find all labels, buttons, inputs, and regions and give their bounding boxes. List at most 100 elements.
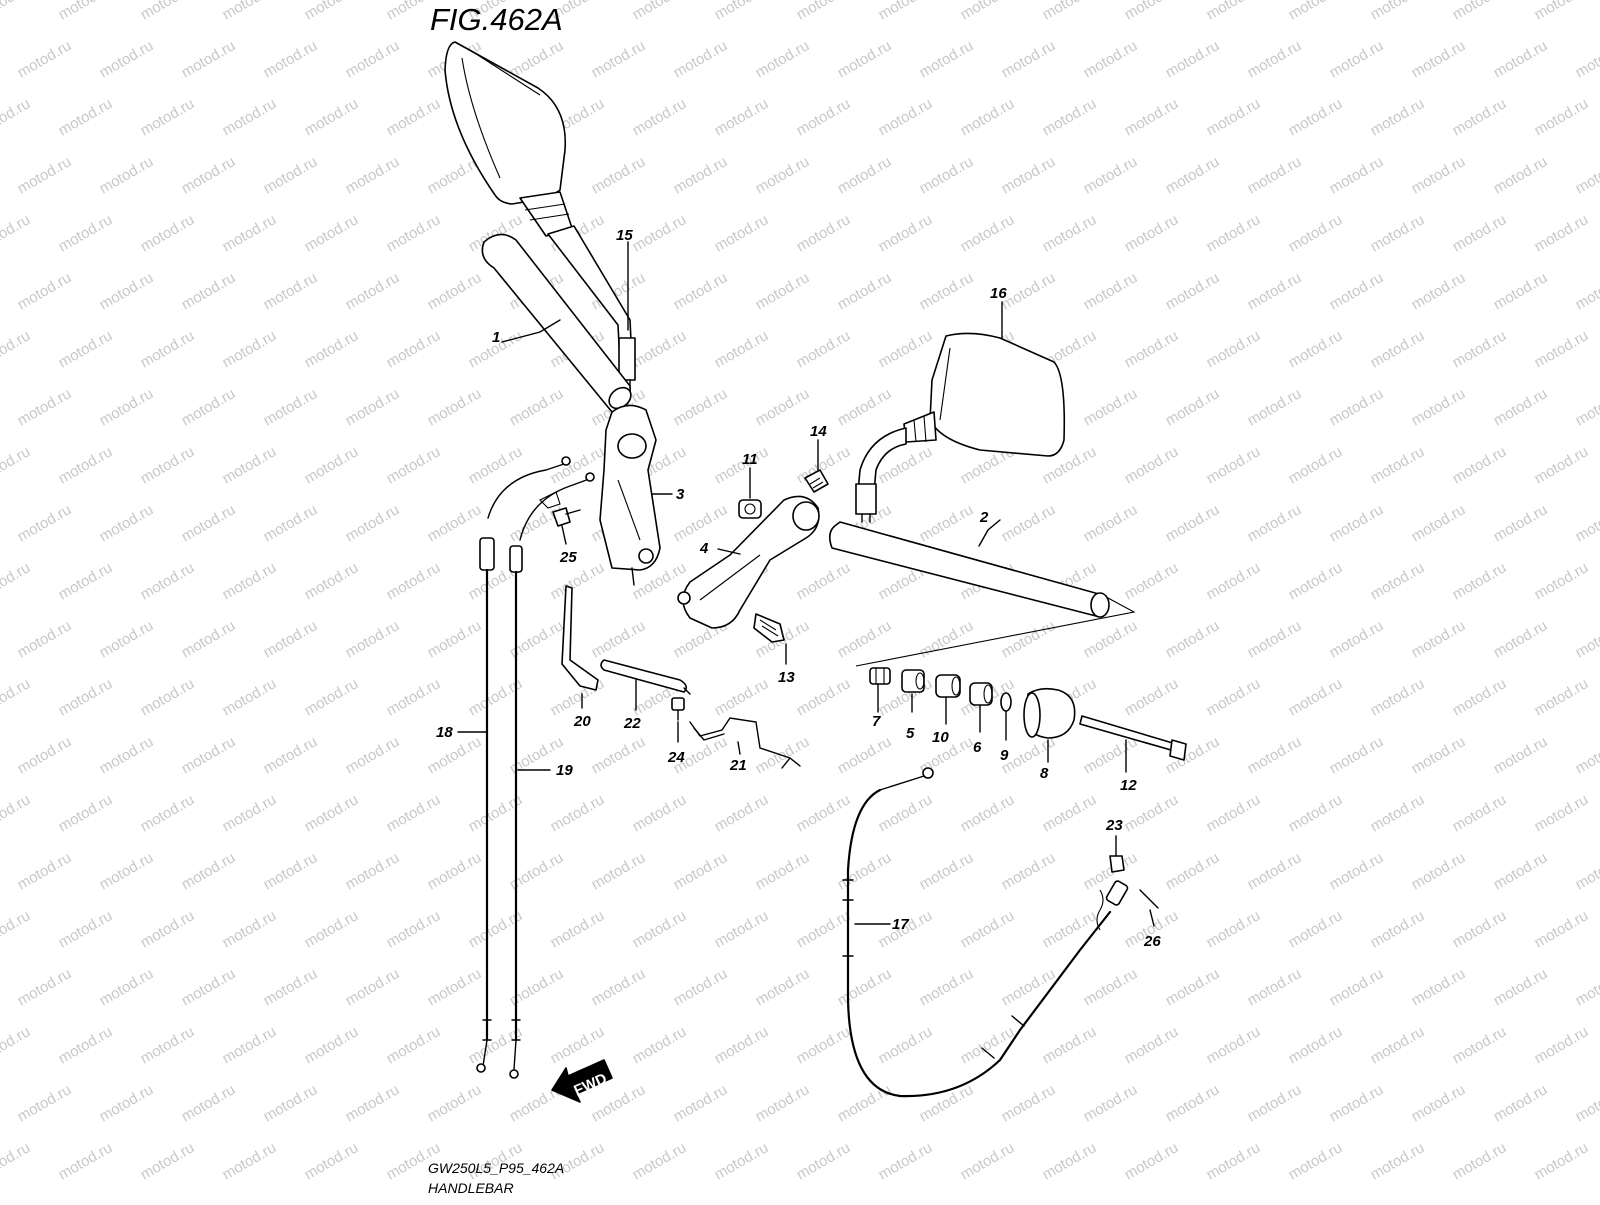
part-label-17: 17 <box>892 916 909 933</box>
part-label-20: 20 <box>573 713 591 730</box>
watermark-text: motod.ru <box>794 1023 854 1067</box>
watermark-text: motod.ru <box>15 385 75 429</box>
watermark-text: motod.ru <box>97 385 157 429</box>
watermark-text: motod.ru <box>1286 1139 1346 1183</box>
watermark-text: motod.ru <box>261 269 321 313</box>
watermark-text: motod.ru <box>220 1023 280 1067</box>
watermark-text: motod.ru <box>835 153 895 197</box>
watermark-text: motod.ru <box>1491 1081 1551 1125</box>
watermark-text: motod.ru <box>712 95 772 139</box>
watermark-text: motod.ru <box>589 733 649 777</box>
watermark-text: motod.ru <box>1573 617 1600 661</box>
watermark-text: motod.ru <box>1532 1139 1592 1183</box>
watermark-text: motod.ru <box>630 907 690 951</box>
watermark-text: motod.ru <box>630 211 690 255</box>
watermark-text: motod.ru <box>712 1139 772 1183</box>
watermark-text: motod.ru <box>56 95 116 139</box>
watermark-text: motod.ru <box>261 153 321 197</box>
part-label-24: 24 <box>667 749 685 766</box>
watermark-text: motod.ru <box>999 153 1059 197</box>
watermark-text: motod.ru <box>1409 617 1469 661</box>
watermark-text: motod.ru <box>753 37 813 81</box>
watermark-text: motod.ru <box>1368 443 1428 487</box>
watermark-text: motod.ru <box>1245 37 1305 81</box>
watermark-text: motod.ru <box>958 95 1018 139</box>
figure-name: HANDLEBAR <box>428 1180 514 1196</box>
watermark-text: motod.ru <box>1409 501 1469 545</box>
watermark-text: motod.ru <box>97 965 157 1009</box>
watermark-text: motod.ru <box>1245 965 1305 1009</box>
watermark-text: motod.ru <box>712 1023 772 1067</box>
watermark-text: motod.ru <box>1368 791 1428 835</box>
watermark-text: motod.ru <box>0 443 33 487</box>
watermark-text: motod.ru <box>958 791 1018 835</box>
watermark-text: motod.ru <box>1163 385 1223 429</box>
watermark-text: motod.ru <box>138 443 198 487</box>
watermark-text: motod.ru <box>302 559 362 603</box>
watermark-text: motod.ru <box>1450 791 1510 835</box>
watermark-text: motod.ru <box>630 1023 690 1067</box>
watermark-text: motod.ru <box>630 1139 690 1183</box>
watermark-text: motod.ru <box>1286 443 1346 487</box>
watermark-text: motod.ru <box>343 269 403 313</box>
watermark-text: motod.ru <box>999 849 1059 893</box>
watermark-text: motod.ru <box>302 443 362 487</box>
watermark-text: motod.ru <box>917 965 977 1009</box>
watermark-text: motod.ru <box>548 1023 608 1067</box>
watermark-text: motod.ru <box>1122 1139 1182 1183</box>
watermark-text: motod.ru <box>179 849 239 893</box>
watermark-text: motod.ru <box>15 965 75 1009</box>
watermark-text: motod.ru <box>15 1081 75 1125</box>
watermark-text: motod.ru <box>999 965 1059 1009</box>
watermark-text: motod.ru <box>1040 1139 1100 1183</box>
watermark-text: motod.ru <box>753 153 813 197</box>
watermark-text: motod.ru <box>1081 617 1141 661</box>
watermark-text: motod.ru <box>302 0 362 23</box>
watermark-text: motod.ru <box>138 791 198 835</box>
watermark-text: motod.ru <box>0 0 33 23</box>
watermark-text: motod.ru <box>1286 907 1346 951</box>
watermark-text: motod.ru <box>1081 501 1141 545</box>
part-label-13: 13 <box>778 669 795 686</box>
watermark-text: motod.ru <box>97 1081 157 1125</box>
watermark-text: motod.ru <box>1491 385 1551 429</box>
watermark-text: motod.ru <box>1204 0 1264 23</box>
nut-part-23 <box>1110 856 1124 872</box>
watermark-text: motod.ru <box>1491 617 1551 661</box>
watermark-text: motod.ru <box>15 37 75 81</box>
watermark-text: motod.ru <box>425 501 485 545</box>
figure-code: GW250L5_P95_462A <box>428 1160 564 1176</box>
watermark-text: motod.ru <box>261 965 321 1009</box>
watermark-text: motod.ru <box>1204 791 1264 835</box>
watermark-text: motod.ru <box>1204 443 1264 487</box>
watermark-text: motod.ru <box>1286 791 1346 835</box>
watermark-text: motod.ru <box>1491 501 1551 545</box>
nut-part-11 <box>739 500 761 518</box>
watermark-text: motod.ru <box>302 211 362 255</box>
watermark-text: motod.ru <box>630 791 690 835</box>
watermark-text: motod.ru <box>56 0 116 23</box>
part-label-12: 12 <box>1120 777 1137 794</box>
watermark-text: motod.ru <box>1409 965 1469 1009</box>
watermark-text: motod.ru <box>1163 849 1223 893</box>
part-label-14: 14 <box>810 423 827 440</box>
watermark-text: motod.ru <box>958 0 1018 23</box>
watermark-text: motod.ru <box>0 95 33 139</box>
watermark-text: motod.ru <box>589 849 649 893</box>
watermark-text: motod.ru <box>1327 501 1387 545</box>
watermark-text: motod.ru <box>999 617 1059 661</box>
watermark-text: motod.ru <box>794 0 854 23</box>
watermark-text: motod.ru <box>97 153 157 197</box>
part-label-5: 5 <box>906 725 915 742</box>
watermark-text: motod.ru <box>794 211 854 255</box>
watermark-text: motod.ru <box>384 559 444 603</box>
watermark-text: motod.ru <box>712 791 772 835</box>
watermark-text: motod.ru <box>1327 37 1387 81</box>
watermark-text: motod.ru <box>1122 327 1182 371</box>
watermark-text: motod.ru <box>56 559 116 603</box>
watermark-text: motod.ru <box>1163 153 1223 197</box>
watermark-text: motod.ru <box>1245 849 1305 893</box>
watermark-text: motod.ru <box>671 1081 731 1125</box>
